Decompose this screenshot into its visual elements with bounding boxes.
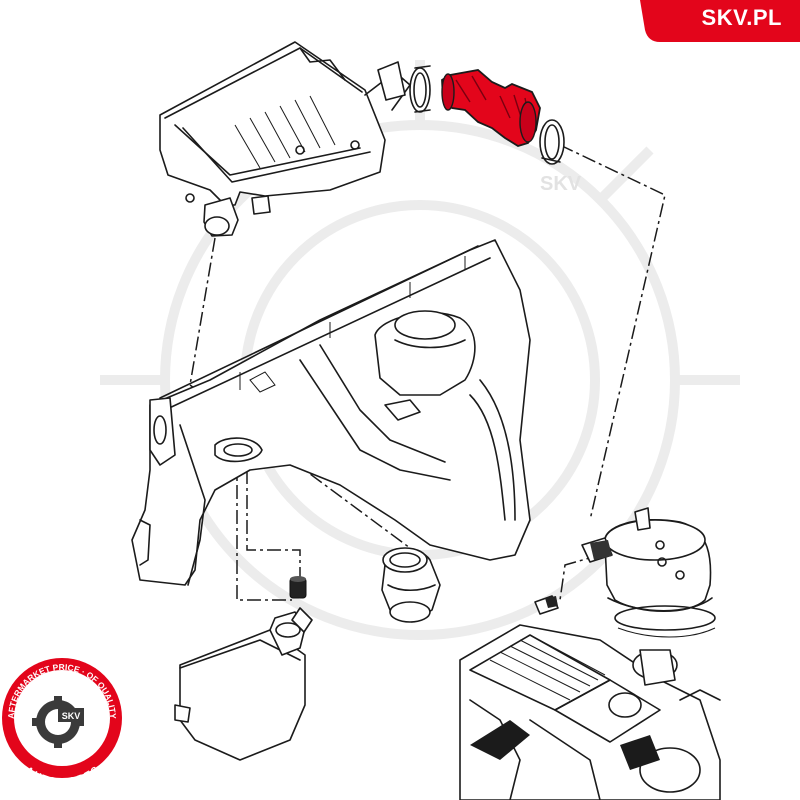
air-filter-housing [159,41,411,237]
hose-clamp-left [409,65,431,113]
engine-block [459,624,721,800]
brand-site-label[interactable]: SKV.PL [701,5,782,30]
hose-clamp-right [539,119,565,165]
air-flow-housing [581,507,716,638]
seal-center-text: SKV [62,711,81,721]
rubber-grommet [289,576,307,599]
resonator-tank [174,607,313,761]
brand-tab-background [640,0,800,42]
highlighted-air-intake-hose [441,69,541,147]
skv-auto-parts-seal: AFTERMARKET PRICE · OF QUALITY AUTO PART… [2,658,122,788]
sensor-connector [534,595,559,615]
watermark-text: SKV [540,173,582,195]
lower-intake-duct [381,547,441,623]
engine-bay-panel [131,239,531,586]
